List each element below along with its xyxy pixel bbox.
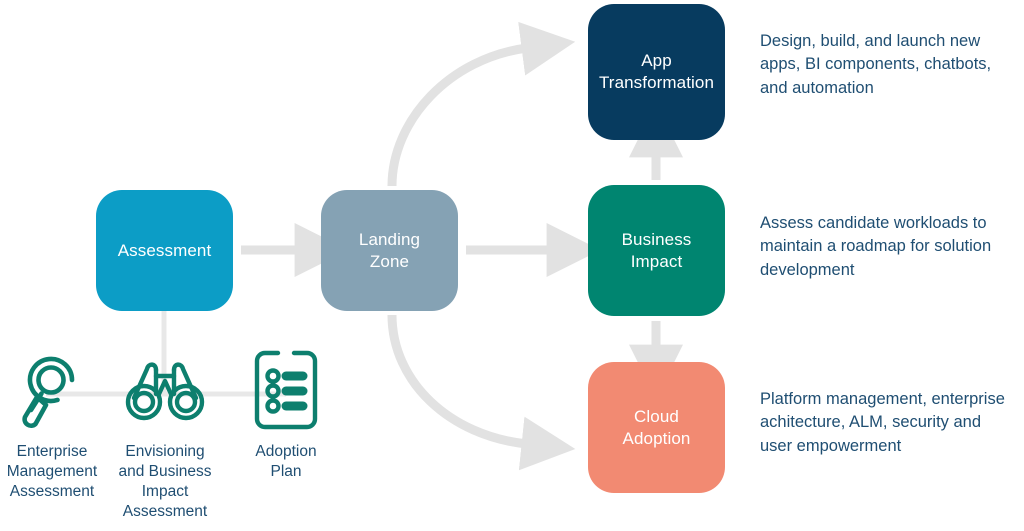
arrow-landing-zone-to-cloud-adoption [387,314,576,471]
stage-label-app-transformation-line2: Transformation [598,73,715,92]
binoculars-icon [105,342,225,438]
stage-label-business-impact-line2: Impact [630,251,683,271]
description-business-impact: Assess candidate workloads to maintain a… [760,214,992,279]
stage-box-cloud-adoption[interactable]: Cloud Adoption [588,362,725,493]
stage-box-assessment[interactable]: Assessment [96,190,233,311]
assessment-item-envisioning[interactable]: Envisioning and Business Impact Assessme… [105,342,225,523]
stage-label-landing-zone-line2: Zone [369,251,410,271]
assessment-item-caption: Enterprise Management Assessment [6,443,98,501]
assessment-item-caption: Adoption Plan [255,443,317,481]
stage-label-assessment: Assessment [117,240,212,260]
stage-box-app-transformation[interactable]: App Transformation [588,4,725,140]
stage-label-app-transformation-line1: App [641,51,672,71]
arrow-landing-zone-to-app-transformation [387,21,576,187]
stage-label-business-impact-line1: Business [621,229,692,249]
assessment-item-enterprise-management[interactable]: Enterprise Management Assessment [0,342,112,502]
stage-box-business-impact[interactable]: Business Impact [588,185,725,316]
assessment-item-caption: Envisioning and Business Impact Assessme… [118,443,212,521]
description-app-transformation: Design, build, and launch new apps, BI c… [760,32,992,97]
stage-label-cloud-adoption-line2: Adoption [622,428,691,448]
checklist-document-icon [226,342,346,438]
magnifier-icon [0,342,112,438]
assessment-item-adoption-plan[interactable]: Adoption Plan [226,342,346,482]
stage-box-landing-zone[interactable]: Landing Zone [321,190,458,311]
description-cloud-adoption: Platform management, enterprise achitect… [760,390,1005,455]
stage-label-cloud-adoption-line1: Cloud [634,406,679,426]
stage-label-landing-zone-line1: Landing [358,229,421,249]
